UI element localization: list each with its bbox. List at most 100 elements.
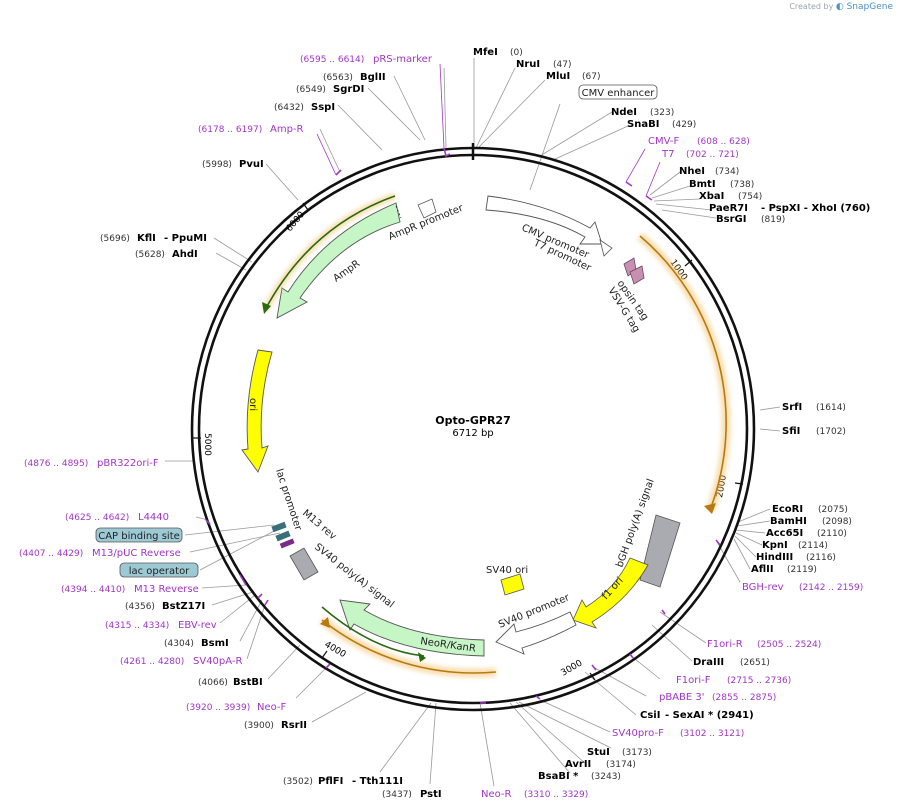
- cap-binding-site-box: [95, 527, 183, 543]
- site-avrii-pos: (3174): [606, 760, 636, 770]
- site-sfii-pos: (1702): [816, 427, 846, 437]
- site-ndei: NdeI: [611, 107, 637, 118]
- bgh-polya-box: [639, 514, 681, 588]
- site-snabi-pos: (429): [672, 120, 696, 130]
- primer-neo-f-range: (3920 .. 3939): [186, 703, 250, 713]
- site-acc65i-pos: (2110): [817, 529, 847, 539]
- primer-amp-r: Amp-R: [270, 124, 304, 135]
- site-bsrgi: BsrGI: [716, 214, 746, 225]
- primer-amp-r-range: (6178 .. 6197): [198, 125, 262, 135]
- primer-t7: T7: [661, 149, 674, 160]
- site-draiii: DraIII: [693, 657, 724, 668]
- primer-pbabe-3-range: (2855 .. 2875): [712, 693, 776, 703]
- site-psti-pos: (3437): [382, 790, 412, 800]
- site-stui-pos: (3173): [622, 748, 652, 758]
- site-kfli-pos: (5696): [100, 234, 130, 244]
- site-bmti-pos: (738): [730, 180, 754, 190]
- neor-green-line: [321, 606, 425, 657]
- sv40-polya-label: SV40 poly(A) signal: [312, 542, 396, 611]
- cap-binding-site-mark: [271, 521, 287, 533]
- primer-prs-marker: pRS-marker: [373, 54, 433, 65]
- site-stui: StuI: [587, 747, 610, 758]
- primer-l4440-range: (4625 .. 4642): [65, 513, 129, 523]
- vsvg-tag-arrow: [629, 265, 645, 285]
- site-bmti: BmtI: [689, 179, 716, 190]
- site-avrii: AvrII: [565, 759, 591, 770]
- site-aflii-pos: (2119): [787, 565, 817, 575]
- site-bamhi: BamHI: [770, 516, 807, 527]
- ampr-arrow: [276, 202, 401, 319]
- primer-cmv-f: CMV-F: [648, 136, 679, 147]
- ampr-label: AmpR: [331, 258, 362, 284]
- site-mfei-pos: (0): [510, 48, 523, 58]
- site-aflii: AflII: [751, 564, 774, 575]
- t7-promoter-arrow: [599, 239, 613, 257]
- site-mlui-pos: (67): [582, 72, 600, 82]
- orf-right-glow: [637, 232, 731, 512]
- primer-neo-f: Neo-F: [257, 702, 287, 713]
- ampr-green-arrowhead: [262, 302, 271, 314]
- site-snabi: SnaBI: [627, 119, 659, 130]
- snapgene-logo: ◐ SnapGene: [835, 2, 893, 12]
- site-bamhi-pos: (2098): [822, 517, 852, 527]
- primer-l4440: L4440: [138, 512, 169, 523]
- orf-right-arrowhead: [704, 503, 716, 514]
- site-srfi: SrfI: [782, 402, 802, 413]
- snapgene-watermark: Created by ◐ SnapGene: [789, 2, 893, 12]
- site-mfei: MfeI: [473, 47, 498, 58]
- site-sgrdi-pos: (6549): [296, 85, 326, 95]
- plasmid-name: Opto-GPR27: [435, 414, 510, 427]
- site-kpni-pos: (2114): [798, 541, 828, 551]
- cmv-enhancer-label: CMV enhancer: [582, 88, 656, 99]
- primer-bgh-rev: BGH-rev: [742, 582, 784, 593]
- site-nrui: NruI: [516, 59, 540, 70]
- primer-pbr322ori-f-range: (4876 .. 4895): [24, 459, 88, 469]
- site-paer7i: PaeR7I: [709, 203, 748, 214]
- primer-m13-puc-reverse-range: (4407 .. 4429): [19, 549, 83, 559]
- site-kpni: KpnI: [762, 540, 788, 551]
- m13-rev-mark: [279, 538, 295, 549]
- site-bsabi-pos: (3243): [591, 772, 621, 782]
- tick-label-4000: 4000: [323, 640, 348, 660]
- site-bstz17i: BstZ17I: [162, 601, 205, 612]
- tick-label-5000: 5000: [202, 433, 212, 456]
- site-hindiii: HindIII: [756, 552, 793, 563]
- primer-f1ori-r-range: (2505 .. 2524): [757, 640, 821, 650]
- primer-leaders: [316, 63, 661, 197]
- site-sfii: SfiI: [782, 426, 800, 437]
- lac-promoter-label: lac promoter: [273, 468, 304, 533]
- site-ecori: EcoRI: [772, 504, 803, 515]
- site-nhei: NheI: [679, 166, 705, 177]
- site-csii-pos: - SexAI * (2941): [665, 710, 754, 721]
- primer-sv40pa-r: SV40pA-R: [193, 656, 242, 667]
- site-hindiii-pos: (2116): [806, 553, 836, 563]
- restriction-sites: MfeI (0) NruI (47) MluI (67) NdeI (323) …: [100, 47, 870, 800]
- primer-m13-puc-reverse: M13/pUC Reverse: [92, 548, 181, 559]
- ampr-green-line: [264, 195, 396, 311]
- site-bsrgi-pos: (819): [761, 215, 785, 225]
- site-pflfi-pos: (3502): [283, 777, 313, 787]
- cmv-promoter-arrow: [485, 195, 603, 245]
- site-rsrii: RsrII: [281, 720, 307, 731]
- f1-ori-arrow: [572, 557, 649, 629]
- lac-operator-box: [119, 562, 199, 578]
- lac-operator-label: lac operator: [129, 566, 190, 577]
- site-bsmi: BsmI: [201, 638, 229, 649]
- primer-neo-r-range: (3310 .. 3329): [524, 790, 588, 800]
- primer-ebv-rev-range: (4315 .. 4334): [105, 621, 169, 631]
- site-xbai-pos: (754): [738, 192, 762, 202]
- primer-cmv-f-range: (608 .. 628): [697, 137, 750, 147]
- primer-f1ori-f: F1ori-F: [676, 675, 711, 686]
- site-csii: CsiI: [640, 710, 660, 721]
- snapgene-brand-text: SnapGene: [846, 2, 893, 12]
- primer-m13-reverse-range: (4394 .. 4410): [61, 585, 125, 595]
- tick-marks: [193, 202, 744, 681]
- primer-f1ori-f-range: (2715 .. 2736): [727, 676, 791, 686]
- primer-sv40pa-r-range: (4261 .. 4280): [120, 657, 184, 667]
- ori-arrow: [241, 349, 273, 473]
- neor-green-arrowhead: [418, 652, 426, 662]
- site-bsmi-pos: (4304): [164, 639, 194, 649]
- site-draiii-pos: (2651): [740, 658, 770, 668]
- primer-pbr322ori-f: pBR322ori-F: [97, 458, 159, 469]
